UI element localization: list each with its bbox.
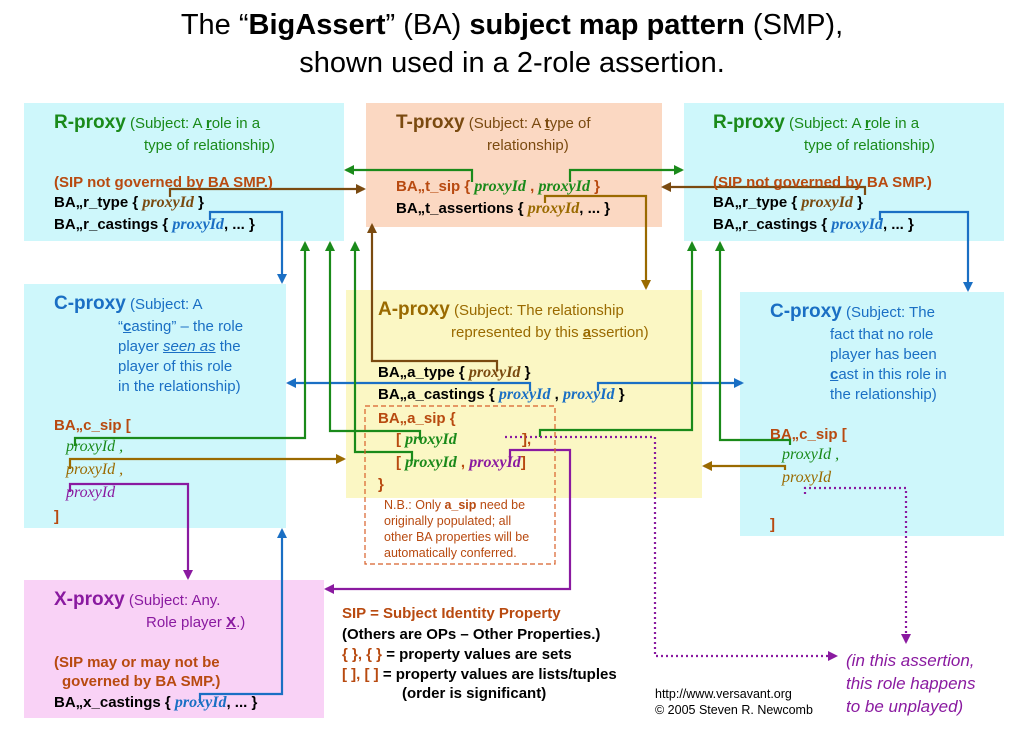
c-proxy-right-c-sip: BA„c_sip [: [770, 426, 847, 443]
c-proxy-right-item-2: proxyId: [782, 469, 832, 486]
legend-ops: (Others are OPs – Other Properties.): [342, 626, 601, 643]
a-sip-unplayed-dotted-arrow: [505, 435, 838, 661]
a-proxy-a-sip-close: }: [378, 476, 384, 493]
c-proxy-right-heading: C-proxy (Subject: The: [770, 301, 935, 322]
a-sip-to-r-right-arrow: [538, 241, 697, 437]
a-sip-to-x-arrow: [324, 448, 572, 594]
a-proxy-nb-line-4: automatically conferred.: [384, 546, 517, 560]
a-sip-to-r-left-arrow: [325, 241, 422, 440]
a-castings-to-c-right-arrow: [596, 378, 744, 391]
x-proxy-note-1: (SIP may or may not be: [54, 654, 220, 671]
r-proxy-right-r-type: BA„r_type { proxyId }: [713, 194, 863, 211]
t-sip-to-r-right-arrow: [568, 165, 684, 182]
r-left-type-to-t-arrow: [168, 184, 366, 197]
t-proxy-subject: relationship): [487, 137, 569, 154]
t-sip-to-r-left-arrow: [344, 165, 474, 182]
a-sip-to-c-left-arrow: [350, 241, 414, 461]
unplayed-note-3: to be unplayed): [846, 697, 964, 716]
a-proxy-nb-line-2: originally populated; all: [384, 514, 512, 528]
a-proxy-subject: represented by this assertion): [451, 324, 649, 341]
c-proxy-right-subject-3: player has been: [830, 346, 937, 363]
x-proxy-subject: Role player X.): [146, 614, 246, 631]
a-castings-to-c-left-arrow: [286, 378, 532, 391]
credit-copyright: © 2005 Steven R. Newcomb: [655, 703, 813, 717]
a-proxy-box: [346, 290, 702, 498]
r-proxy-right-subject: type of relationship): [804, 137, 935, 154]
c-proxy-left-close: ]: [54, 508, 59, 525]
t-proxy-box: [366, 103, 662, 227]
diagram-title-line-2: shown used in a 2-role assertion.: [299, 47, 725, 79]
r-proxy-left-sip-note: (SIP not governed by BA SMP.): [54, 174, 273, 191]
c-proxy-left-item-3: proxyId: [66, 484, 116, 501]
t-proxy-heading: T-proxy (Subject: A type of: [396, 112, 591, 133]
r-proxy-right-sip-note: (SIP not governed by BA SMP.): [713, 174, 932, 191]
r-proxy-left-heading: R-proxy (Subject: A role in a: [54, 112, 261, 133]
credit-url: http://www.versavant.org: [655, 687, 792, 701]
t-assertions-to-a-arrow: [543, 194, 651, 290]
c-proxy-right-subject-5: the relationship): [830, 386, 937, 403]
r-proxy-left-r-type: BA„r_type { proxyId }: [54, 194, 204, 211]
r-proxy-right-box: [684, 103, 1004, 241]
x-castings-to-c-left-arrow: [198, 528, 287, 703]
c-proxy-left-item-2: proxyId ,: [66, 461, 124, 478]
a-proxy-a-castings: BA„a_castings { proxyId , proxyId }: [378, 386, 625, 403]
a-proxy-a-sip: BA„a_sip {: [378, 410, 456, 427]
r-proxy-right-heading: R-proxy (Subject: A role in a: [713, 112, 920, 133]
c-proxy-left-box: [24, 284, 286, 528]
r-proxy-left-subject: type of relationship): [144, 137, 275, 154]
t-proxy-t-sip: BA„t_sip { proxyId , proxyId }: [396, 178, 601, 195]
a-proxy-a-sip-list-1: [ proxyId ],: [396, 431, 532, 448]
c-proxy-left-c-sip: BA„c_sip [: [54, 417, 131, 434]
legend-lists: [ ], [ ] = property values are lists/tup…: [342, 666, 617, 683]
r-proxy-left-r-castings: BA„r_castings { proxyId, ... }: [54, 216, 255, 233]
a-proxy-a-type: BA„a_type { proxyId }: [378, 364, 531, 381]
c-left-sip-to-r-left-arrow: [73, 241, 310, 446]
a-sip-dashed-frame: [364, 405, 556, 565]
a-proxy-nb-line-3: other BA properties will be: [384, 530, 530, 544]
unplayed-note-2: this role happens: [846, 674, 976, 693]
c-proxy-left-item-1: proxyId ,: [66, 438, 124, 455]
diagram-title-line-1: The “BigAssert” (BA) subject map pattern…: [180, 9, 844, 41]
x-proxy-heading: X-proxy (Subject: Any.: [54, 589, 221, 610]
c-right-sip-to-a-arrow: [702, 461, 787, 471]
c-proxy-right-close: ]: [770, 516, 775, 533]
r-proxy-left-box: [24, 103, 344, 241]
c-proxy-right-subject-2: fact that no role: [830, 326, 934, 343]
c-proxy-left-subject-2: “casting” – the role: [118, 318, 244, 335]
r-proxy-right-r-castings: BA„r_castings { proxyId, ... }: [713, 216, 914, 233]
x-proxy-note-2: governed by BA SMP.): [62, 673, 221, 690]
c-proxy-left-subject-4: player of this role: [118, 358, 233, 375]
c-proxy-left-heading: C-proxy (Subject: A: [54, 293, 203, 314]
r-right-castings-to-c-right-arrow: [878, 210, 973, 292]
c-left-sip-to-x-arrow: [68, 482, 193, 580]
r-left-castings-to-c-left-arrow: [208, 210, 287, 284]
c-right-sip-to-r-right-arrow: [715, 241, 792, 445]
t-proxy-t-assertions: BA„t_assertions { proxyId, ... }: [396, 200, 611, 217]
a-proxy-a-sip-list-2: [ proxyId , proxyId]: [396, 454, 526, 471]
x-proxy-x-castings: BA„x_castings { proxyId, ... }: [54, 694, 258, 711]
a-type-to-t-arrow: [367, 223, 499, 371]
unplayed-note-1: (in this assertion,: [846, 651, 975, 670]
c-left-sip-to-a-arrow: [68, 454, 346, 469]
a-proxy-nb-line-1: N.B.: Only a_sip need be: [384, 498, 526, 512]
c-right-unplayed-dotted-arrow: [803, 486, 911, 644]
r-right-type-to-t-arrow: [661, 182, 867, 195]
legend-order: (order is significant): [402, 685, 547, 702]
legend-sets: { }, { } = property values are sets: [342, 646, 572, 663]
a-proxy-heading: A-proxy (Subject: The relationship: [378, 299, 624, 320]
c-proxy-right-box: [740, 292, 1004, 536]
c-proxy-left-subject-3: player seen as the: [118, 338, 241, 355]
c-proxy-right-subject-4: cast in this role in: [830, 366, 947, 383]
c-proxy-right-item-1: proxyId ,: [782, 446, 840, 463]
legend-sip: SIP = Subject Identity Property: [342, 605, 561, 622]
c-proxy-left-subject-5: in the relationship): [118, 378, 241, 395]
